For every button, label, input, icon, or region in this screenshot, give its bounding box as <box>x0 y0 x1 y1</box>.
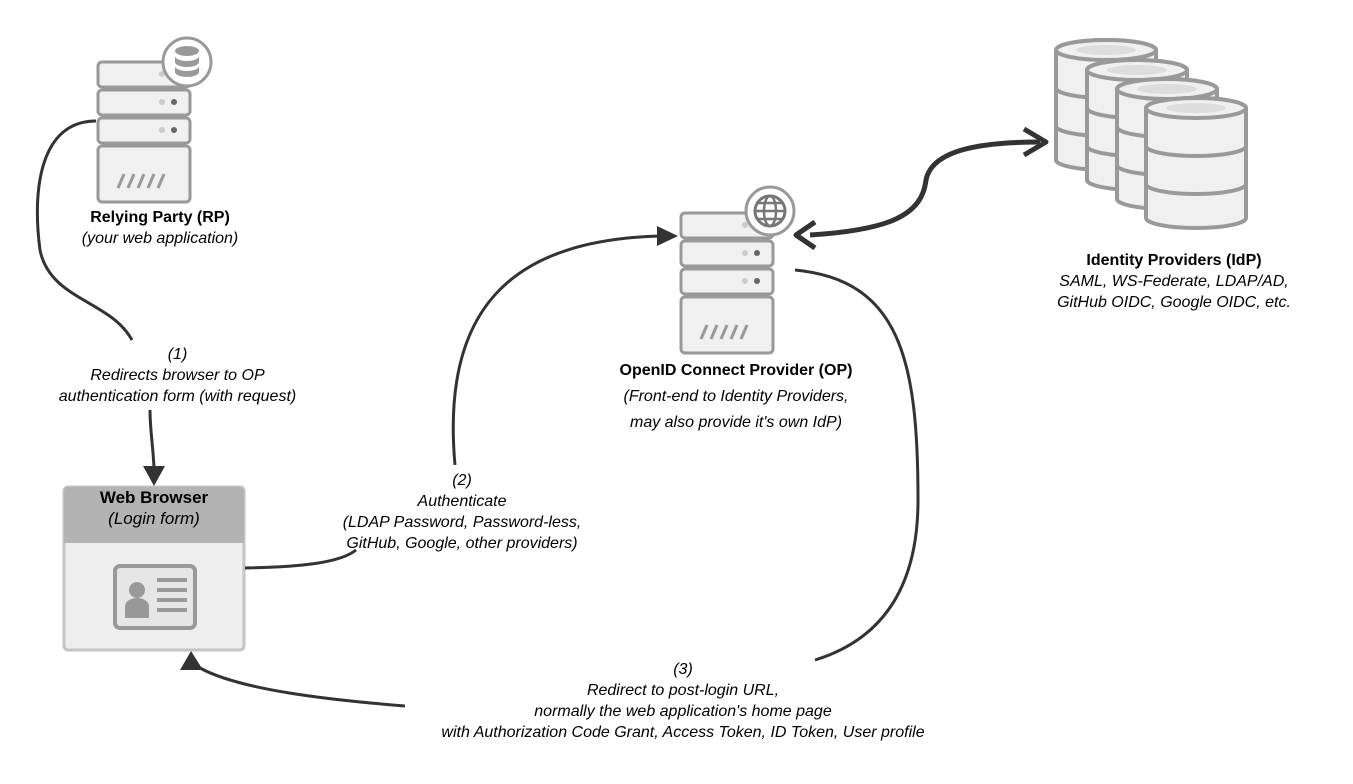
op-title: OpenID Connect Provider (OP) <box>619 362 853 379</box>
browser-header: Web Browser (Login form) <box>64 487 244 529</box>
rp-label: Relying Party (RP) (your web application… <box>40 207 280 249</box>
database-icon <box>161 36 213 88</box>
step1-connector <box>35 119 134 341</box>
step2-line-1: Authenticate <box>417 493 507 510</box>
op-idp-arrowhead-right <box>1022 126 1049 158</box>
globe-icon <box>744 185 796 237</box>
idp-line-1: SAML, WS-Federate, LDAP/AD, <box>1059 273 1289 290</box>
database-stack-icon <box>1054 38 1248 230</box>
op-subtitle-1: (Front-end to Identity Providers, <box>623 388 849 405</box>
step3-line-3: with Authorization Code Grant, Access To… <box>441 724 925 741</box>
step3-number: (3) <box>673 661 693 678</box>
step3-line-2: normally the web application's home page <box>534 703 832 720</box>
step2-number: (2) <box>452 472 472 489</box>
step2-arrowhead <box>657 226 678 246</box>
step3-connector <box>794 268 920 662</box>
step2-connector <box>244 548 357 570</box>
op-label: OpenID Connect Provider (OP) (Front-end … <box>566 358 906 436</box>
op-subtitle-2: may also provide it's own IdP) <box>629 414 843 431</box>
op-idp-arrowhead-left <box>793 219 817 251</box>
rp-title: Relying Party (RP) <box>90 209 230 226</box>
step1-line-2: authentication form (with request) <box>58 388 297 405</box>
step1-arrowhead <box>143 466 165 486</box>
rp-subtitle: (your web application) <box>81 230 239 247</box>
step3-line-1: Redirect to post-login URL, <box>586 682 780 699</box>
step1-label: (1) Redirects browser to OP authenticati… <box>30 344 325 407</box>
step3-arrow <box>199 666 406 708</box>
step2-line-2: (LDAP Password, Password-less, <box>342 514 582 531</box>
step1-arrow <box>148 409 156 469</box>
step3-label: (3) Redirect to post-login URL, normally… <box>383 659 983 743</box>
browser-subtitle: (Login form) <box>108 509 200 528</box>
step2-line-3: GitHub, Google, other providers) <box>346 535 578 552</box>
step2-label: (2) Authenticate (LDAP Password, Passwor… <box>312 470 612 554</box>
op-idp-connector <box>809 139 1041 238</box>
step1-number: (1) <box>167 346 188 363</box>
step1-line-1: Redirects browser to OP <box>90 367 265 384</box>
idp-label: Identity Providers (IdP) SAML, WS-Federa… <box>1024 250 1324 313</box>
step3-arrowhead <box>180 651 203 670</box>
browser-title: Web Browser <box>99 488 209 507</box>
idp-line-2: GitHub OIDC, Google OIDC, etc. <box>1057 294 1291 311</box>
step2-arrow <box>451 234 661 466</box>
id-card-icon <box>113 564 197 630</box>
idp-title: Identity Providers (IdP) <box>1086 252 1262 269</box>
